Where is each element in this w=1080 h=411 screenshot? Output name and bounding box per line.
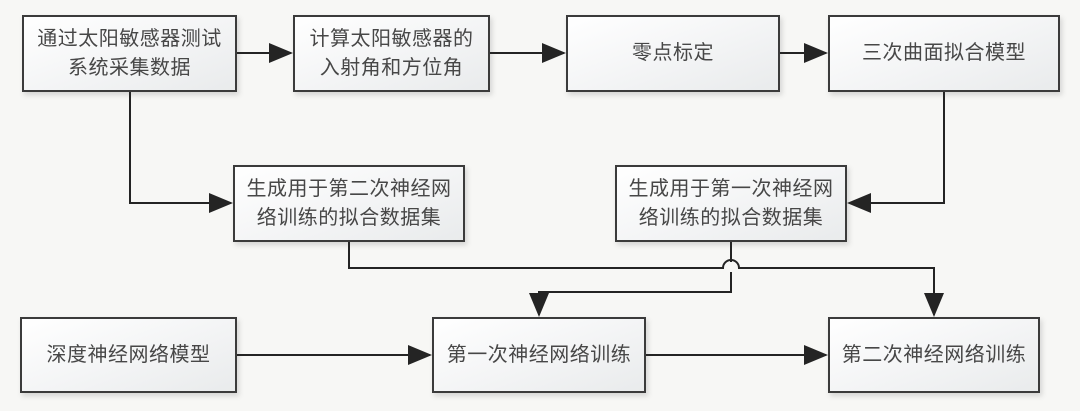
node-collect-data: 通过太阳敏感器测试系统采集数据 — [22, 15, 237, 92]
node-dataset-first-training: 生成用于第一次神经网络训练的拟合数据集 — [615, 165, 847, 242]
node-dataset-second-training: 生成用于第二次神经网络训练的拟合数据集 — [233, 165, 465, 242]
node-zero-calibration: 零点标定 — [566, 15, 780, 92]
node-calc-angles: 计算太阳敏感器的入射角和方位角 — [293, 15, 490, 92]
node-first-training: 第一次神经网络训练 — [432, 317, 646, 393]
node-dnn-model: 深度神经网络模型 — [20, 317, 237, 393]
node-cubic-surface-model: 三次曲面拟合模型 — [828, 15, 1060, 92]
connector-dataset-first-to-first-training — [539, 242, 732, 315]
connector-cubic-to-dataset-first — [847, 92, 945, 213]
connector-collect-to-dataset-second — [129, 92, 233, 213]
connector-dataset-second-to-second-training — [348, 242, 944, 317]
node-second-training: 第二次神经网络训练 — [828, 317, 1040, 393]
